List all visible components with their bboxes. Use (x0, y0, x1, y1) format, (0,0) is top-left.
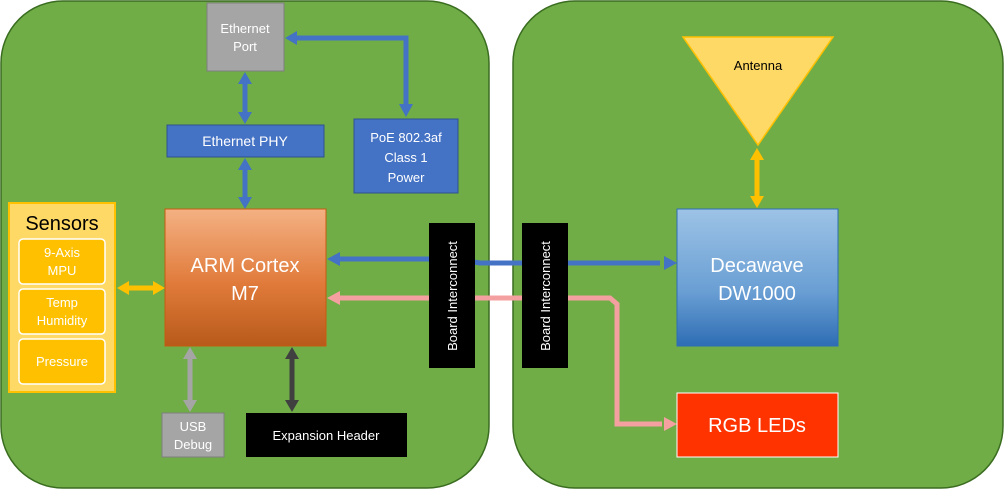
poe-label-2: Class 1 (384, 150, 427, 165)
port-phy-head-up (238, 72, 252, 84)
sensor-mpu-label-1: 9-Axis (44, 245, 81, 260)
sensor-temp-box (18, 288, 106, 335)
ethernet-port-label-1: Ethernet (220, 21, 270, 36)
cpu-box (164, 208, 327, 347)
poe-label-1: PoE 802.3af (370, 130, 442, 145)
decawave-label-1: Decawave (710, 255, 803, 277)
sensors-cpu-head-left (117, 281, 129, 295)
cpu-expansion-head-up (285, 347, 299, 359)
antenna-decawave-head-down (750, 196, 764, 208)
cpu-decawave-head-right (664, 256, 677, 270)
cpu-usb-head-down (183, 400, 197, 412)
usb-label-2: Debug (174, 437, 212, 452)
antenna-triangle (681, 36, 835, 147)
poe-link-arrow (296, 35, 409, 106)
sensor-pressure-box (18, 338, 106, 385)
phy-cpu-head-down (238, 197, 252, 209)
cpu-label-1: ARM Cortex (191, 255, 300, 277)
poe-box (353, 118, 459, 194)
rgb-cpu-head-left (327, 291, 340, 305)
interconnect-right-label: Board Interconnect (538, 241, 553, 351)
sensors-title: Sensors (25, 213, 98, 235)
sensors-cpu-head-right (153, 281, 165, 295)
ethernet-phy-box (166, 124, 325, 158)
antenna-decawave-head-up (750, 148, 764, 160)
decawave-label-2: DW1000 (718, 283, 796, 305)
poe-arrowhead-down (399, 104, 413, 117)
sensor-pressure-label: Pressure (36, 354, 88, 369)
rgb-leds-box (676, 392, 839, 458)
port-phy-head-down (238, 112, 252, 124)
interconnect-left-box (429, 223, 475, 368)
cpu-label-2: M7 (231, 283, 259, 305)
cpu-expansion-head-down (285, 400, 299, 412)
poe-arrowhead-left (285, 31, 297, 45)
ethernet-port-box (206, 2, 285, 72)
cpu-usb-head-up (183, 347, 197, 359)
poe-label-3: Power (388, 170, 426, 185)
decawave-box (676, 208, 839, 347)
sensor-temp-label-2: Humidity (37, 313, 88, 328)
expansion-header-label: Expansion Header (273, 428, 381, 443)
rgb-cpu-arrow (340, 295, 662, 427)
rgb-leds-label: RGB LEDs (708, 415, 806, 437)
sensor-mpu-label-2: MPU (48, 263, 77, 278)
phy-cpu-head-up (238, 158, 252, 170)
rgb-cpu-head-right (664, 417, 677, 431)
interconnect-right-box (522, 223, 568, 368)
ethernet-port-label-2: Port (233, 39, 257, 54)
sensor-mpu-box (18, 238, 106, 285)
ethernet-phy-label: Ethernet PHY (202, 133, 288, 149)
usb-label-1: USB (180, 419, 207, 434)
usb-debug-box (161, 412, 225, 458)
cpu-decawave-head-left (327, 252, 340, 266)
interconnect-left-label: Board Interconnect (445, 241, 460, 351)
sensor-temp-label-1: Temp (46, 295, 78, 310)
expansion-header-box (246, 413, 407, 457)
antenna-label: Antenna (734, 58, 783, 73)
